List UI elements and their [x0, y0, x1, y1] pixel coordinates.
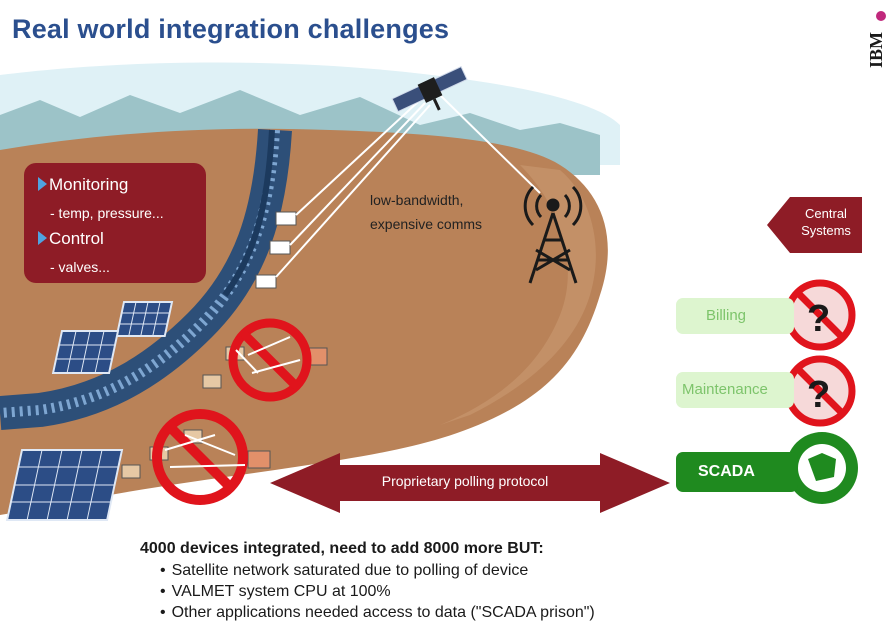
comms-label-line1: low-bandwidth, — [370, 192, 464, 208]
central-systems-line2: Systems — [801, 223, 851, 238]
scada-status-icon — [786, 432, 858, 504]
device-box — [275, 211, 297, 226]
ibm-logo: IBM — [866, 11, 886, 68]
central-systems-line1: Central — [805, 206, 847, 221]
svg-text:IBM: IBM — [866, 32, 886, 68]
maintenance-system: Maintenance — [676, 372, 794, 408]
page-title: Real world integration challenges — [12, 14, 450, 44]
solar-panel-2 — [51, 330, 120, 374]
no-sign-icon — [228, 318, 312, 402]
monitoring-detail: - temp, pressure... — [50, 205, 164, 221]
svg-text:?: ? — [807, 298, 830, 340]
bullet-arrow-icon — [38, 231, 47, 245]
billing-system: Billing — [676, 298, 794, 334]
scada-system: SCADA — [676, 452, 798, 492]
summary-bullet: VALMET system CPU at 100% — [160, 581, 595, 602]
question-sign-icon: ? — [784, 355, 856, 427]
monitoring-label: Monitoring — [49, 175, 129, 194]
device-box — [121, 464, 141, 479]
protocol-double-arrow — [270, 453, 670, 513]
bullet-arrow-icon — [38, 177, 47, 191]
control-label: Control — [49, 229, 104, 248]
radio-tower-icon — [523, 185, 583, 284]
monitoring-control-panel: Monitoring - temp, pressure... Control -… — [24, 163, 206, 283]
svg-text:?: ? — [807, 374, 830, 416]
central-systems-arrow — [767, 197, 862, 253]
summary: 4000 devices integrated, need to add 800… — [140, 540, 595, 623]
comms-label: low-bandwidth, expensive comms — [370, 188, 482, 236]
central-systems-label: Central Systems — [790, 205, 862, 239]
satellite-links — [275, 94, 541, 278]
device-box — [202, 374, 222, 389]
no-sign-icon — [152, 409, 248, 505]
summary-bullets: Satellite network saturated due to polli… — [140, 560, 595, 623]
comms-label-line2: expensive comms — [370, 216, 483, 232]
summary-bullet: Satellite network saturated due to polli… — [160, 560, 595, 581]
question-sign-icon: ? — [784, 279, 856, 351]
device-box — [247, 450, 271, 469]
summary-bullet: Other applications needed access to data… — [160, 602, 595, 623]
protocol-label: Proprietary polling protocol — [381, 473, 549, 489]
summary-headline: 4000 devices integrated, need to add 800… — [140, 540, 544, 557]
device-box — [269, 240, 291, 255]
device-box — [255, 274, 277, 289]
solar-panel-3 — [5, 449, 124, 521]
control-detail: - valves... — [50, 259, 110, 275]
pipeline-top — [222, 129, 275, 297]
satellite-icon — [391, 66, 468, 113]
solar-panel-1 — [115, 301, 174, 337]
